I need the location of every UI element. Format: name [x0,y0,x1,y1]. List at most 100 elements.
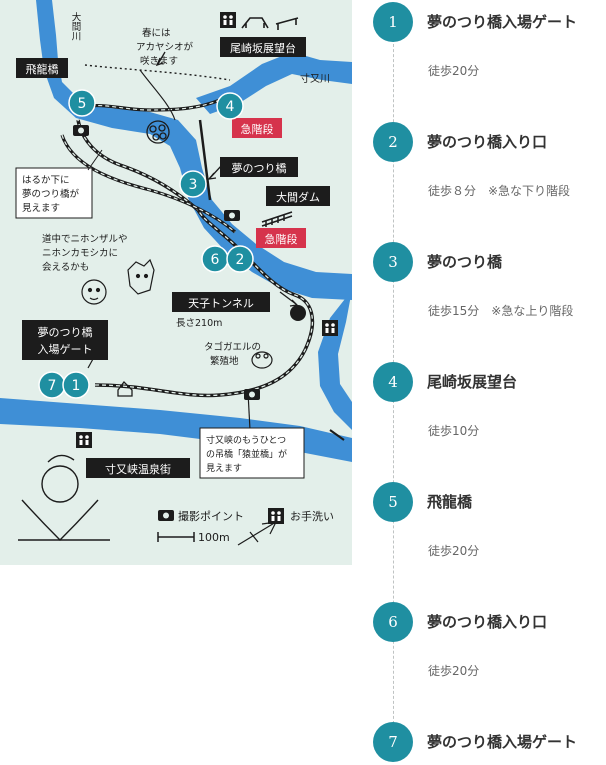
house-icon [117,381,133,397]
note-spring-3: 咲きます [140,55,178,67]
map-marker-7: 7 [38,371,66,399]
legend-photo-label: 撮影ポイント [178,509,244,523]
map-marker-6: 6 [201,245,229,273]
place-tag-omadam: 大間ダム [266,186,330,206]
map-marker-4-num: 4 [226,99,235,115]
direction-arrow [155,51,299,307]
route-stop-4-number: 4 [373,362,413,402]
place-tag-yume: 夢のつり橋 [220,157,298,177]
flower-icon [146,120,170,144]
tunnel-icon [290,305,306,321]
note-frog: タゴガエルの 繁殖地 [204,341,261,367]
steep-stairs-label-1: 急階段 [241,122,274,136]
place-tag-onsen: 寸又峡温泉街 [86,458,190,478]
callout-below: はるか下に 夢のつり橋が 見えます [15,149,103,219]
callout-other-bridge-3: 見えます [206,463,242,474]
map-marker-7-num: 7 [48,378,57,394]
bridge-icon [261,211,293,227]
place-label-tenshi: 天子トンネル [188,297,254,310]
map-marker-4: 4 [216,92,244,120]
place-label-gate-1: 夢のつり橋 [38,325,93,339]
route-stop-7-name: 夢のつり橋入場ゲート [427,733,578,751]
route-stop-3-time: 徒歩15分 ※急な上り階段 [428,304,574,318]
route-stop-2-number: 2 [373,122,413,162]
toilet-icon [220,12,236,28]
route-timeline: 1 夢のつり橋入場ゲート 徒歩20分 2 夢のつり橋入り口 徒歩８分 ※急な下り… [352,0,606,765]
map-marker-2: 2 [226,245,254,273]
note-spring-2: アカヤシオが [136,41,194,53]
note-monkeys-1: 道中でニホンザルや [42,233,128,245]
route-stop-2-time: 徒歩８分 ※急な下り階段 [428,184,571,198]
callout-other-bridge-2: の吊橋「猿並橋」が [206,448,287,460]
camera-icon [224,210,240,221]
trail-map: 急階段 急階段 飛龍橋 尾崎坂展望台 夢のつり橋 大間ダム 天子トンネル 夢のつ… [0,0,352,565]
callout-other-bridge: 寸又峡のもうひとつ の吊橋「猿並橋」が 見えます [199,427,305,479]
route-stop-5-number: 5 [373,482,413,522]
note-monkeys: 道中でニホンザルや ニホンカモシカに 会えるかも [42,233,128,273]
place-label-omadam: 大間ダム [276,190,320,204]
route-stop-7: 7 夢のつり橋入場ゲート [352,722,606,762]
bather-icon [18,454,110,541]
route-stop-5-time: 徒歩20分 [428,544,480,558]
route-stop-7-number: 7 [373,722,413,762]
dam-wall [329,429,345,441]
route-stop-1-number: 1 [373,2,413,42]
route-stop-1: 1 夢のつり橋入場ゲート 徒歩20分 [352,2,606,102]
note-tunnel-length: 長さ210m [176,318,222,329]
toilet-icon [76,432,92,448]
callout-below-3: 見えます [22,203,60,214]
map-marker-1-num: 1 [72,378,81,394]
scale-label: 100m [198,531,230,544]
place-tag-osozaka: 尾崎坂展望台 [220,37,306,57]
frog-icon [251,351,273,369]
camera-icon [73,125,89,136]
north-arrow-icon [237,521,278,546]
legend: 撮影ポイント お手洗い 100m [157,508,334,546]
route-stop-6-name: 夢のつり橋入り口 [427,613,548,631]
shelter-icon [241,17,269,29]
toilet-icon [322,320,338,336]
place-label-yume: 夢のつり橋 [232,161,287,175]
map-marker-2-num: 2 [236,252,245,268]
place-label-gate-2: 入場ゲート [38,343,93,356]
steep-stairs-tag-2: 急階段 [256,228,306,248]
legend-toilet-icon [268,508,284,524]
route-stop-1-time: 徒歩20分 [428,64,480,78]
steep-stairs-label-2: 急階段 [265,232,298,246]
place-tag-gate: 夢のつり橋 入場ゲート [22,320,108,360]
map-marker-3-num: 3 [189,177,198,193]
route-stop-6-time: 徒歩20分 [428,664,480,678]
steep-stairs-tag-1: 急階段 [232,118,282,138]
note-frog-2: 繁殖地 [210,355,239,367]
note-frog-1: タゴガエルの [204,341,261,353]
map-marker-1: 1 [62,371,90,399]
route-stop-4-name: 尾崎坂展望台 [427,373,518,391]
route-stop-6: 6 夢のつり橋入り口 徒歩20分 [352,602,606,702]
monkey-icon [81,279,107,305]
callout-other-bridge-1: 寸又峡のもうひとつ [206,434,286,446]
legend-toilet-label: お手洗い [290,509,334,523]
note-monkeys-2: ニホンカモシカに [42,248,118,259]
note-monkeys-3: 会えるかも [42,261,89,273]
route-stop-3: 3 夢のつり橋 徒歩15分 ※急な上り階段 [352,242,606,342]
legend-camera-icon [158,510,174,521]
route-stop-5-name: 飛龍橋 [427,493,473,511]
route-stop-3-name: 夢のつり橋 [427,253,503,271]
note-spring: 春には アカヤシオが 咲きます [136,27,194,67]
river-label-sumatagawa: 寸又川 [300,72,330,85]
place-label-onsen: 寸又峡温泉街 [105,462,171,476]
route-stop-4-time: 徒歩10分 [428,424,480,438]
route-stop-2-name: 夢のつり橋入り口 [427,133,548,151]
route-stop-3-number: 3 [373,242,413,282]
scale-bar [157,532,195,542]
route-stop-4: 4 尾崎坂展望台 徒歩10分 [352,362,606,462]
route-stop-1-name: 夢のつり橋入場ゲート [427,13,578,31]
bench-icon [275,17,299,30]
callout-below-1: はるか下に [22,175,70,186]
note-spring-1: 春には [142,27,171,39]
map-marker-5: 5 [68,89,96,117]
route-stop-6-number: 6 [373,602,413,642]
camera-icon [244,389,260,400]
place-label-osozaka: 尾崎坂展望台 [230,41,296,55]
place-tag-hiryu: 飛龍橋 [16,58,68,78]
